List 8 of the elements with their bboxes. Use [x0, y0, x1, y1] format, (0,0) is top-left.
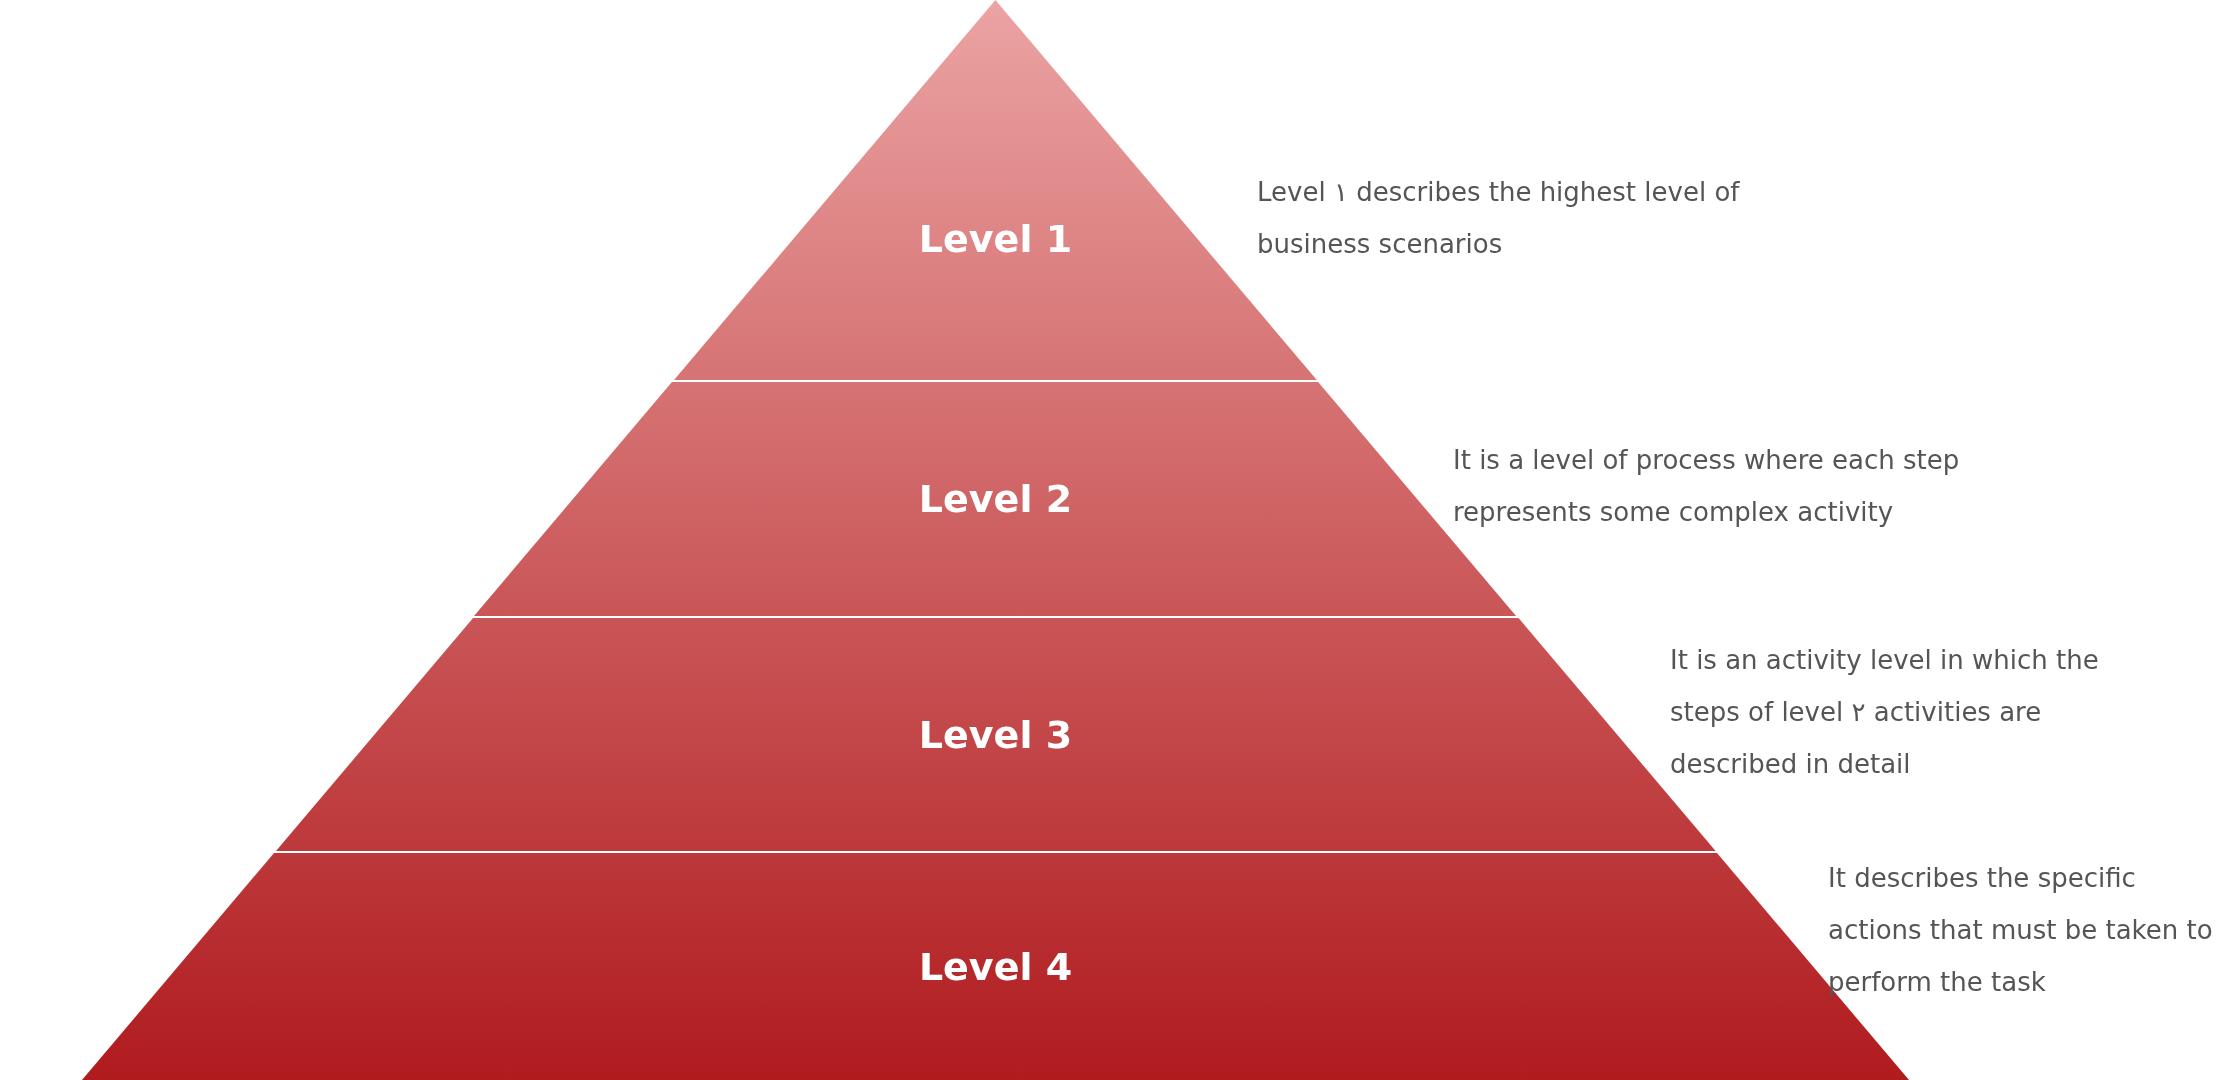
level-label: Level 1: [918, 217, 1073, 262]
level-label: Level 2: [918, 477, 1073, 521]
level-description: It is a level of process where each step represents some complex activity: [1453, 444, 1961, 529]
level-description: It is an activity level in which the steps of level ٢ activities are described in detail: [1670, 644, 2100, 781]
level-description: It describes the specific actions that must be taken to perform the task: [1828, 862, 2214, 999]
level-label: Level 3: [918, 712, 1073, 757]
level-description: Level ١ describes the highest level of business scenarios: [1257, 176, 1741, 261]
level-label: Level 4: [918, 944, 1073, 989]
